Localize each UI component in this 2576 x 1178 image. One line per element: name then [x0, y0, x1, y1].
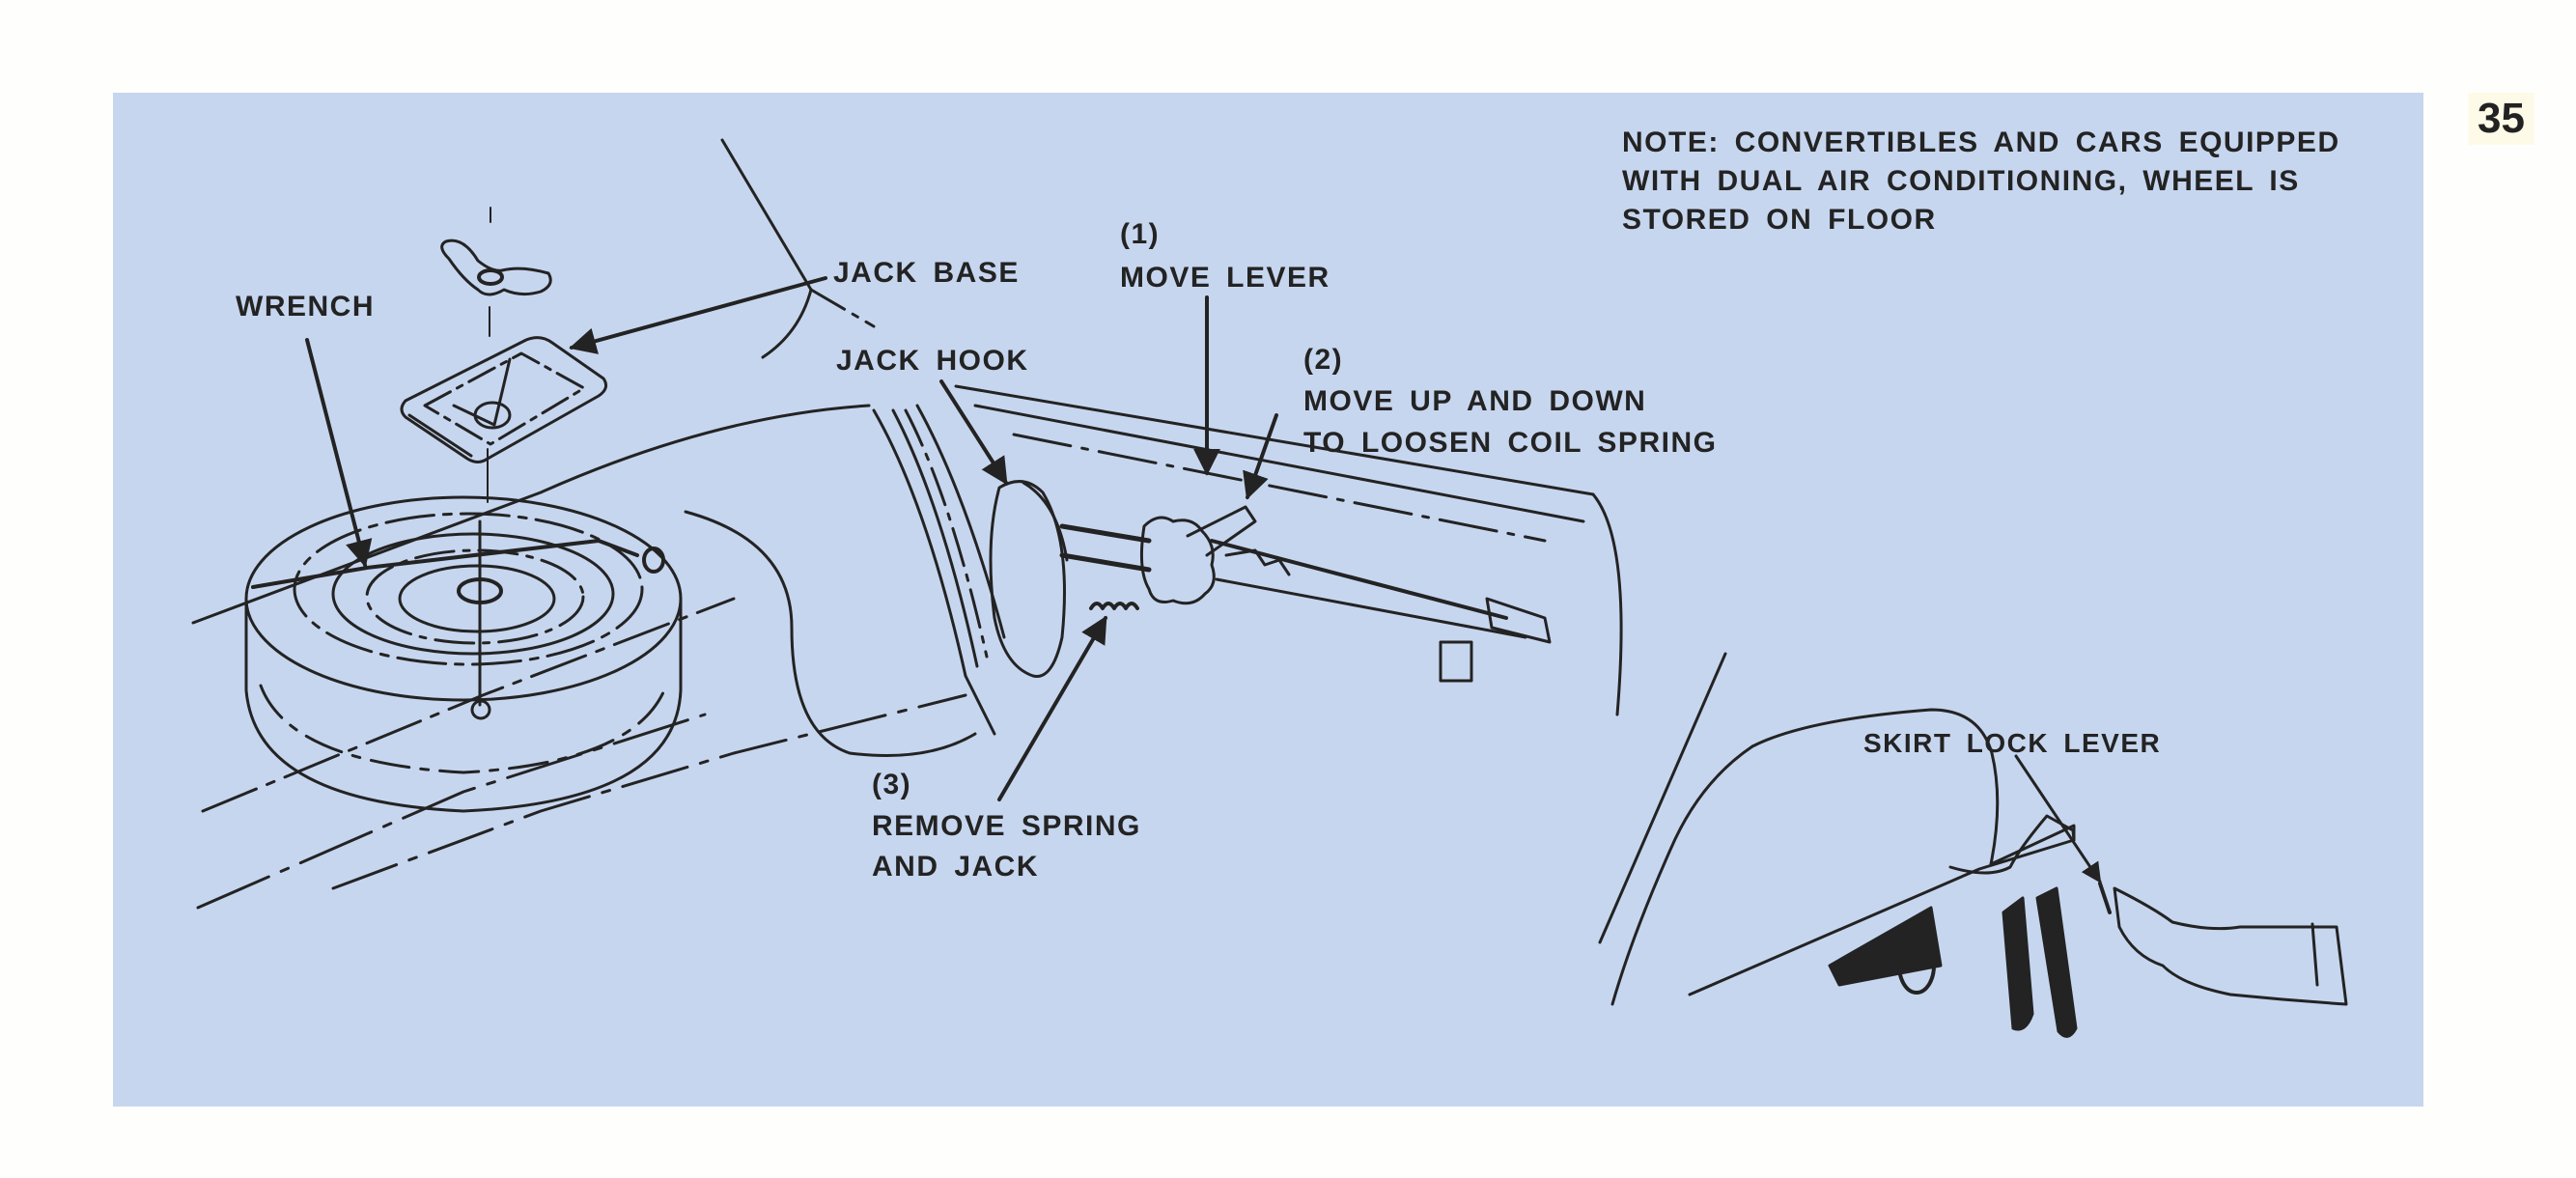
wrench-arrow [305, 338, 373, 568]
rim-middle [331, 532, 615, 656]
remove-spring-arrow [997, 615, 1107, 801]
step1-number: (1) [1120, 218, 1161, 250]
jack-hook-arrow [939, 379, 1008, 486]
rim-inner [365, 548, 585, 645]
fender-line-3 [1012, 433, 1547, 543]
trunk-dash-line [809, 288, 876, 328]
wrench-label: WRENCH [236, 291, 375, 323]
sleeve-cuff [2310, 922, 2319, 987]
jack-screw-lower [1059, 552, 1152, 573]
hand [2113, 886, 2348, 1006]
fender-arch-outer [872, 408, 996, 736]
bolt-eye [470, 699, 491, 720]
tire-tread-shadow-left [2002, 896, 2034, 1031]
skirt-top-curve [1750, 708, 2000, 866]
skirt-curl [1989, 824, 2076, 866]
fender-line-2 [973, 404, 1585, 523]
skirt-lock-arrow [2014, 754, 2102, 884]
step1-text: MOVE LEVER [1120, 262, 1330, 294]
trunk-figure [191, 138, 1623, 910]
tire-tread-shadow-right [2035, 886, 2078, 1038]
jack-assembly [872, 384, 1623, 736]
jack-rack [1210, 539, 1508, 620]
note-line: NOTE: CONVERTIBLES AND CARS EQUIPPED [1622, 126, 2340, 158]
quarter-panel-curve [1610, 744, 1754, 1006]
note-line: STORED ON FLOOR [1622, 204, 1937, 236]
illustration-panel [113, 93, 2423, 1107]
jack-hook-plate [989, 480, 1066, 678]
step2-line: TO LOOSEN COIL SPRING [1303, 427, 1718, 459]
hub-ring [398, 564, 556, 633]
move-up-down-arrow [1243, 413, 1278, 500]
fender-top-line [954, 384, 1595, 496]
fender-arch-line3 [915, 404, 1006, 639]
step3-line: REMOVE SPRING [872, 810, 1141, 842]
jack-bracket [1439, 640, 1473, 683]
jack-hook-rim [1022, 481, 1069, 562]
step3-line: AND JACK [872, 851, 1040, 883]
fender-end-curve [1591, 492, 1623, 716]
jack-base [400, 336, 608, 463]
wrench-socket [642, 547, 665, 574]
wheel-hub [1897, 937, 1936, 995]
wheel-shadow [1828, 906, 1943, 987]
jack-base-label: JACK BASE [833, 257, 1020, 289]
floor-line-lower [201, 597, 736, 813]
jack-hook-label: JACK HOOK [836, 345, 1029, 377]
trunk-corner-curve [761, 288, 813, 359]
wrench-shape [251, 539, 639, 589]
coil-spring [1089, 602, 1139, 610]
jack-post [1215, 577, 1527, 639]
skirt-lock-lever-label: SKIRT LOCK LEVER [1863, 728, 2162, 758]
jack-foot [1485, 597, 1552, 644]
floor-line-upper [191, 404, 871, 625]
storage-note: NOTE: CONVERTIBLES AND CARS EQUIPPED WIT… [1622, 124, 2340, 239]
wing-nut [440, 238, 552, 296]
jack-screw-upper [1059, 523, 1152, 544]
jack-base-arrow [569, 276, 827, 354]
floor-line-bottom [196, 713, 707, 910]
step2-line: MOVE UP AND DOWN [1303, 385, 1647, 417]
rim-outer [293, 512, 644, 666]
step3-number: (3) [872, 769, 912, 800]
fender-arch-line1 [891, 408, 979, 668]
step2-number: (2) [1303, 344, 1344, 376]
jack-lever [1186, 505, 1257, 557]
tire-sidewall [244, 597, 683, 813]
jack-ratchet [1139, 516, 1216, 605]
tire-tread-dash [259, 684, 668, 774]
note-line: WITH DUAL AIR CONDITIONING, WHEEL IS [1622, 165, 2300, 197]
rack-teeth [1224, 548, 1291, 576]
trunk-edge-line [720, 138, 813, 292]
wheel-well-curve [684, 510, 977, 757]
body-edge-line [1598, 652, 1727, 944]
skirt-lower-edge [1688, 814, 2076, 996]
floor-line-front [331, 693, 967, 890]
page-number: 35 [2468, 93, 2534, 145]
fender-arch-line2 [904, 408, 989, 659]
skirt-lock-lever-handle [2098, 882, 2112, 914]
fender-skirt-figure [1598, 652, 2348, 1038]
